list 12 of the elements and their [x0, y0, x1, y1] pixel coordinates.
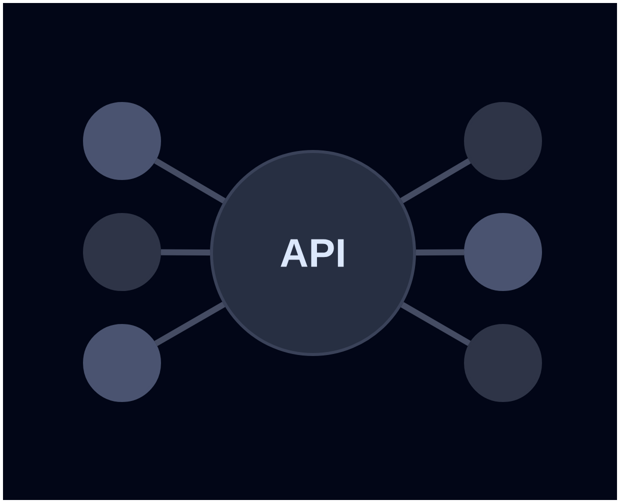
- connector-line: [160, 249, 210, 256]
- connector-line: [416, 249, 464, 256]
- endpoint-circle: [464, 324, 542, 402]
- connector-line: [154, 302, 226, 346]
- endpoint-circle: [464, 213, 542, 291]
- endpoint-circle: [83, 102, 161, 180]
- connector-line: [400, 302, 471, 346]
- endpoint-circle: [83, 324, 161, 402]
- endpoint-circle: [464, 102, 542, 180]
- connector-line: [400, 158, 471, 204]
- endpoint-circle: [83, 213, 161, 291]
- connector-line: [154, 158, 226, 204]
